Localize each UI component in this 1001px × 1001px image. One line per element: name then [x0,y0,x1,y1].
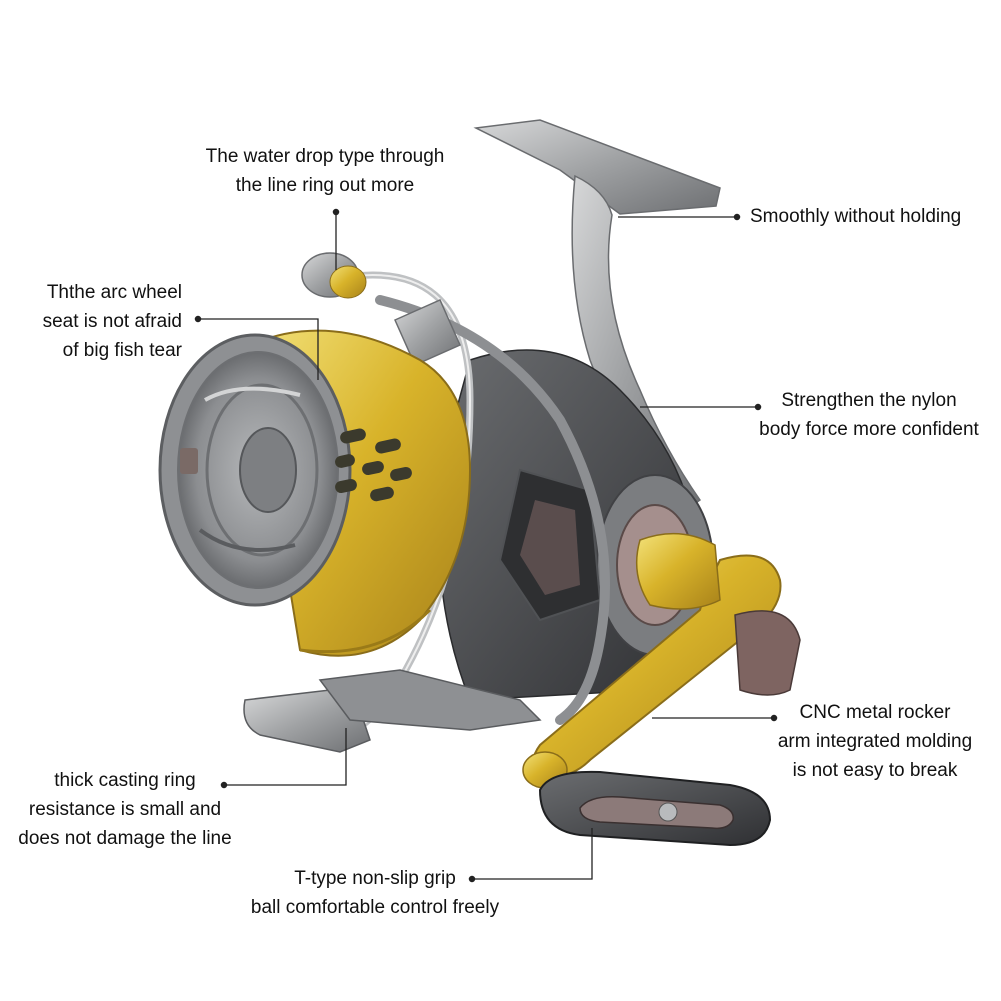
leader-arc-wheel [198,318,319,380]
callout-arc-wheel-line-2: seat is not afraid [42,311,182,332]
callout-grip-line-1: T-type non-slip grip [294,868,456,889]
leader-dot-cnc [770,714,778,722]
leader-dot-casting-ring [220,781,228,789]
bail-arm-base [243,669,542,753]
handle-arm [522,532,801,789]
callout-casting-ring: thick casting ring resistance is small a… [0,766,250,853]
leader-dot-grip [468,875,476,883]
callout-water-drop: The water drop type through the line rin… [170,142,480,200]
callout-arc-wheel: Ththe arc wheel seat is not afraid of bi… [10,278,182,365]
leader-lines [194,208,778,883]
callout-cnc-line-2: arm integrated molding [777,731,973,752]
callout-smoothly: Smoothly without holding [750,202,961,231]
leader-casting-ring [224,728,347,786]
spool [158,329,472,657]
callout-casting-ring-line-2: resistance is small and [28,799,222,820]
callout-arc-wheel-line-3: of big fish tear [62,340,182,361]
leader-grip [472,828,593,880]
callout-grip: T-type non-slip grip ball comfortable co… [225,864,525,922]
reel-foot [473,119,721,522]
callout-nylon-line-1: Strengthen the nylon [781,390,957,411]
leader-dot-smoothly [733,213,741,221]
callout-water-drop-line-1: The water drop type through [205,146,445,167]
callout-nylon-line-2: body force more confident [759,419,979,440]
callout-casting-ring-line-1: thick casting ring [54,770,196,791]
line-roller [301,252,461,366]
callout-arc-wheel-line-1: Ththe arc wheel [46,282,182,303]
callout-cnc: CNC metal rocker arm integrated molding … [760,698,990,785]
callout-nylon: Strengthen the nylon body force more con… [740,386,998,444]
callout-water-drop-line-2: the line ring out more [235,175,415,196]
callout-cnc-line-1: CNC metal rocker [799,702,951,723]
leader-dot-water-drop [332,208,340,216]
callout-smoothly-line-1: Smoothly without holding [750,206,962,227]
callout-cnc-line-3: is not easy to break [792,760,958,781]
t-grip-knob [538,770,772,847]
leader-dot-arc-wheel [194,315,202,323]
callout-grip-line-2: ball comfortable control freely [250,897,500,918]
callout-casting-ring-line-3: does not damage the line [18,828,232,849]
leader-dot-nylon [754,403,762,411]
